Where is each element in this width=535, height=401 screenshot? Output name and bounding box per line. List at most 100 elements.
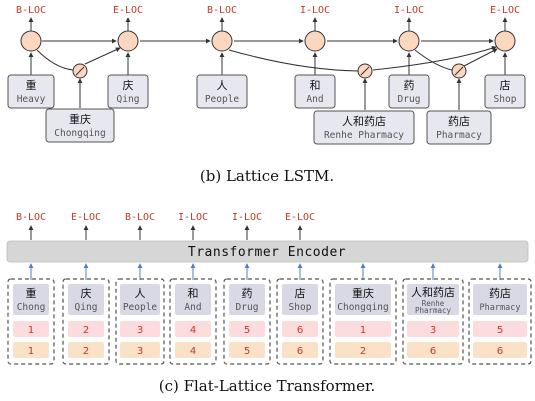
- lattice-tag: E-LOC: [113, 5, 143, 16]
- flat-tag: E-LOC: [71, 212, 101, 223]
- token-zh: 药店: [489, 286, 511, 300]
- flat-tag: I-LOC: [232, 212, 262, 223]
- lattice-lstm-diagram: B-LOC E-LOC B-LOC I-LOC I-LOC E-LOC: [7, 5, 526, 185]
- token-tail: 2: [83, 346, 89, 357]
- token-tail: 4: [190, 346, 196, 357]
- flat-token: 药 Drug 5 5: [223, 278, 271, 365]
- word-en: Pharmacy: [436, 130, 482, 141]
- flat-tag: B-LOC: [16, 212, 46, 223]
- flat-token: 药店 Pharmacy 5 6: [468, 278, 532, 365]
- token-zh: 人: [135, 287, 146, 300]
- flat-token: 人和药店 Renhe Pharmacy 3 6: [402, 278, 464, 365]
- flat-token: 店 Shop 6 6: [276, 278, 324, 365]
- flat-token: 重庆 Chongqing 1 2: [329, 278, 397, 365]
- token-tail: 6: [430, 346, 436, 357]
- flat-token: 重 Chong 1 1: [7, 278, 55, 365]
- flat-lattice-diagram: B-LOC E-LOC B-LOC I-LOC I-LOC E-LOC Tran…: [6, 212, 532, 395]
- flat-tag: I-LOC: [178, 212, 208, 223]
- token-en: Shop: [289, 302, 312, 313]
- lstm-cell: [211, 30, 233, 52]
- word-en: Chongqing: [54, 128, 105, 139]
- token-tail: 6: [497, 346, 503, 357]
- flat-tag: E-LOC: [285, 212, 315, 223]
- word-zh: 重庆: [69, 112, 91, 126]
- token-tail: 1: [28, 346, 34, 357]
- token-zh: 重: [26, 286, 37, 300]
- char-box: 庆 Qing: [107, 74, 149, 109]
- char-box: 重 Heavy: [7, 74, 55, 109]
- char-zh: 人: [217, 79, 228, 92]
- lattice-tag: B-LOC: [207, 5, 237, 16]
- char-zh: 重: [26, 78, 37, 92]
- char-zh: 和: [310, 79, 321, 92]
- lattice-word-cells: [72, 63, 467, 79]
- lattice-char-boxes: 重 Heavy 庆 Qing 人 People 和 And 药 Drug: [7, 74, 526, 109]
- lattice-tags: B-LOC E-LOC B-LOC I-LOC I-LOC E-LOC: [16, 5, 520, 16]
- lattice-lstm-cells: [20, 30, 516, 52]
- lattice-word-boxes: 重庆 Chongqing 人和药店 Renhe Pharmacy 药店 Phar…: [45, 108, 492, 145]
- transformer-encoder: Transformer Encoder: [6, 240, 529, 263]
- token-en: Qing: [75, 302, 98, 313]
- char-en: Qing: [117, 94, 140, 105]
- token-tail: 5: [244, 346, 250, 357]
- token-en: Drug: [236, 302, 259, 313]
- encoder-label: Transformer Encoder: [188, 245, 346, 260]
- flat-token: 庆 Qing 2 2: [62, 278, 110, 365]
- lattice-caption: (b) Lattice LSTM.: [200, 167, 334, 185]
- token-zh: 药: [242, 287, 253, 300]
- token-zh: 庆: [81, 286, 92, 300]
- token-head: 1: [360, 325, 366, 336]
- token-head: 3: [137, 325, 143, 336]
- token-tail: 2: [360, 346, 366, 357]
- token-zh: 和: [188, 287, 199, 300]
- token-en: People: [123, 302, 158, 313]
- token-tail: 6: [297, 346, 303, 357]
- token-en-wrap: Renhe Pharmacy: [414, 300, 452, 315]
- char-en: Heavy: [17, 94, 46, 105]
- token-en: Renhe Pharmacy: [414, 300, 452, 315]
- char-zh: 庆: [123, 78, 134, 92]
- lattice-tag: E-LOC: [490, 5, 520, 16]
- char-zh: 药: [404, 79, 415, 92]
- char-en: People: [205, 94, 240, 105]
- flat-input-arrows: [28, 263, 503, 280]
- lstm-cell: [20, 30, 42, 52]
- flat-caption: (c) Flat-Lattice Transformer.: [159, 377, 376, 395]
- lattice-tag: I-LOC: [394, 5, 424, 16]
- char-box: 店 Shop: [484, 74, 526, 109]
- token-head: 5: [497, 325, 503, 336]
- token-zh: 重庆: [352, 286, 374, 300]
- flat-tag-arrows: [28, 225, 303, 240]
- lstm-cell: [117, 30, 139, 52]
- token-tail: 3: [137, 346, 143, 357]
- lstm-cell: [398, 30, 420, 52]
- char-en: And: [306, 94, 323, 105]
- token-head: 5: [244, 325, 250, 336]
- token-head: 2: [83, 325, 89, 336]
- char-box: 药 Drug: [388, 74, 430, 109]
- token-en: Chongqing: [337, 302, 388, 313]
- token-head: 1: [28, 325, 34, 336]
- lattice-char-arrows: [28, 52, 508, 75]
- lattice-tag: I-LOC: [300, 5, 330, 16]
- token-head: 6: [297, 325, 303, 336]
- char-en: Shop: [494, 94, 517, 105]
- token-head: 4: [190, 325, 196, 336]
- word-en: Renhe Pharmacy: [324, 130, 404, 141]
- flat-tag: B-LOC: [125, 212, 155, 223]
- word-box: 重庆 Chongqing: [45, 108, 115, 143]
- flat-token-columns: 重 Chong 1 1 庆 Qing 2 2: [7, 278, 532, 365]
- token-zh: 人和药店: [411, 285, 455, 299]
- flat-tags: B-LOC E-LOC B-LOC I-LOC I-LOC E-LOC: [16, 212, 315, 223]
- token-en: Chong: [17, 302, 46, 313]
- token-head: 3: [430, 325, 436, 336]
- flat-token: 人 People 3 3: [115, 278, 165, 365]
- token-en: Pharmacy: [480, 303, 521, 313]
- word-box: 人和药店 Renhe Pharmacy: [313, 110, 415, 145]
- flat-token: 和 And 4 4: [169, 278, 217, 365]
- token-en: And: [184, 302, 201, 313]
- word-zh: 人和药店: [342, 114, 386, 128]
- char-en: Drug: [398, 94, 421, 105]
- lstm-cell: [494, 30, 516, 52]
- lattice-word-paths: [36, 45, 498, 110]
